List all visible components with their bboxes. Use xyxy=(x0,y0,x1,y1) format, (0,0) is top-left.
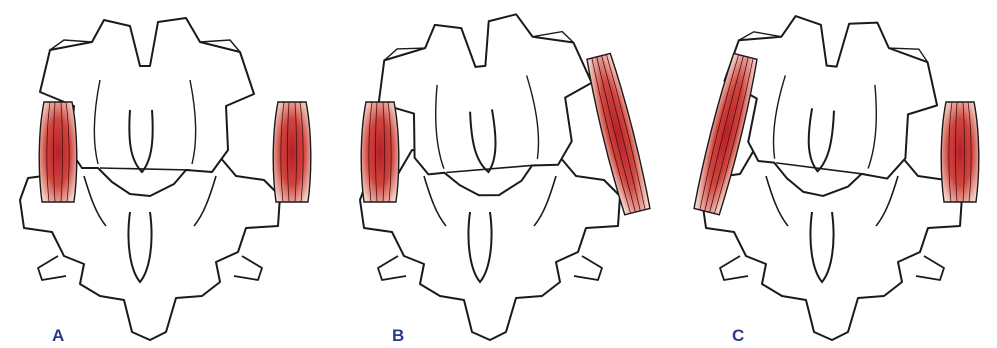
left-muscle xyxy=(361,102,399,202)
panel-label-a: A xyxy=(52,326,64,346)
panel-b: B xyxy=(332,0,664,348)
right-muscle xyxy=(941,102,979,202)
vertebrae-lateral-bend-illustration xyxy=(332,0,664,348)
vertebrae-lateral-bend-illustration xyxy=(664,0,996,348)
panel-c: C xyxy=(664,0,996,348)
panel-a: A xyxy=(0,0,332,348)
panel-label-c: C xyxy=(732,326,744,346)
left-muscle xyxy=(39,102,77,202)
vertebrae-neutral-illustration xyxy=(0,0,332,348)
right-muscle xyxy=(273,102,311,202)
panel-label-b: B xyxy=(392,326,404,346)
